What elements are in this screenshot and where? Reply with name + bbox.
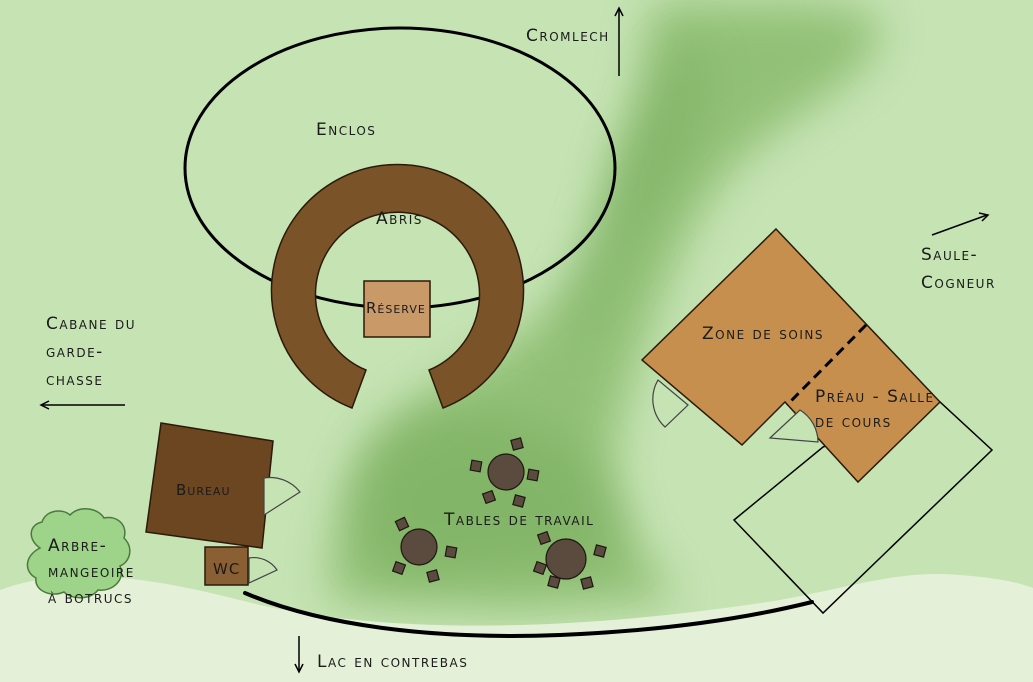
label-tables-de-travail: Tables de travail — [444, 510, 595, 530]
partition-dashed-line — [785, 323, 868, 407]
bureau-building — [145, 422, 274, 549]
table-3 — [532, 530, 607, 590]
label-saule-line1: Saule- — [921, 245, 979, 265]
arrow-north-icon — [614, 6, 624, 76]
label-cromlech: Cromlech — [526, 26, 610, 46]
arrow-northeast-icon — [931, 212, 990, 236]
label-enclos: Enclos — [316, 120, 377, 140]
label-abris: Abris — [376, 209, 423, 229]
table-2 — [391, 516, 458, 583]
door-zone-soins — [652, 379, 689, 428]
label-arbre-line3: à botrucs — [48, 588, 134, 608]
label-cabane-line1: Cabane du — [46, 314, 137, 334]
label-arbre-line1: Arbre- — [48, 536, 108, 556]
arbre-mangeoire-tree-icon — [26, 508, 131, 599]
label-cabane-line3: chasse — [46, 370, 104, 390]
arrow-west-icon — [39, 400, 125, 410]
label-wc: WC — [213, 560, 241, 578]
tables-de-travail — [391, 437, 607, 590]
boundary-fence — [243, 591, 814, 638]
door-bureau — [263, 476, 301, 517]
label-preau-line1: Préau - Salle — [815, 387, 935, 407]
arrow-south-icon — [294, 636, 304, 674]
label-saule-line2: Cogneur — [921, 273, 996, 293]
wc-building — [204, 546, 249, 586]
zone-de-soins-building — [640, 227, 942, 484]
label-cabane-line2: garde- — [46, 342, 104, 362]
label-bureau: Bureau — [176, 481, 231, 499]
label-arbre-line2: mangeoire — [48, 562, 135, 582]
label-preau-line2: de cours — [815, 412, 892, 432]
label-lac-en-contrebas: Lac en contrebas — [317, 652, 469, 672]
label-reserve: Réserve — [366, 299, 426, 317]
door-wc — [248, 557, 278, 584]
lake-shore-area — [0, 574, 1033, 682]
door-preau — [768, 409, 819, 443]
table-1 — [469, 437, 540, 508]
label-zone-de-soins: Zone de soins — [702, 324, 824, 344]
reserve-building — [363, 280, 431, 338]
abris-shelter — [270, 163, 525, 409]
